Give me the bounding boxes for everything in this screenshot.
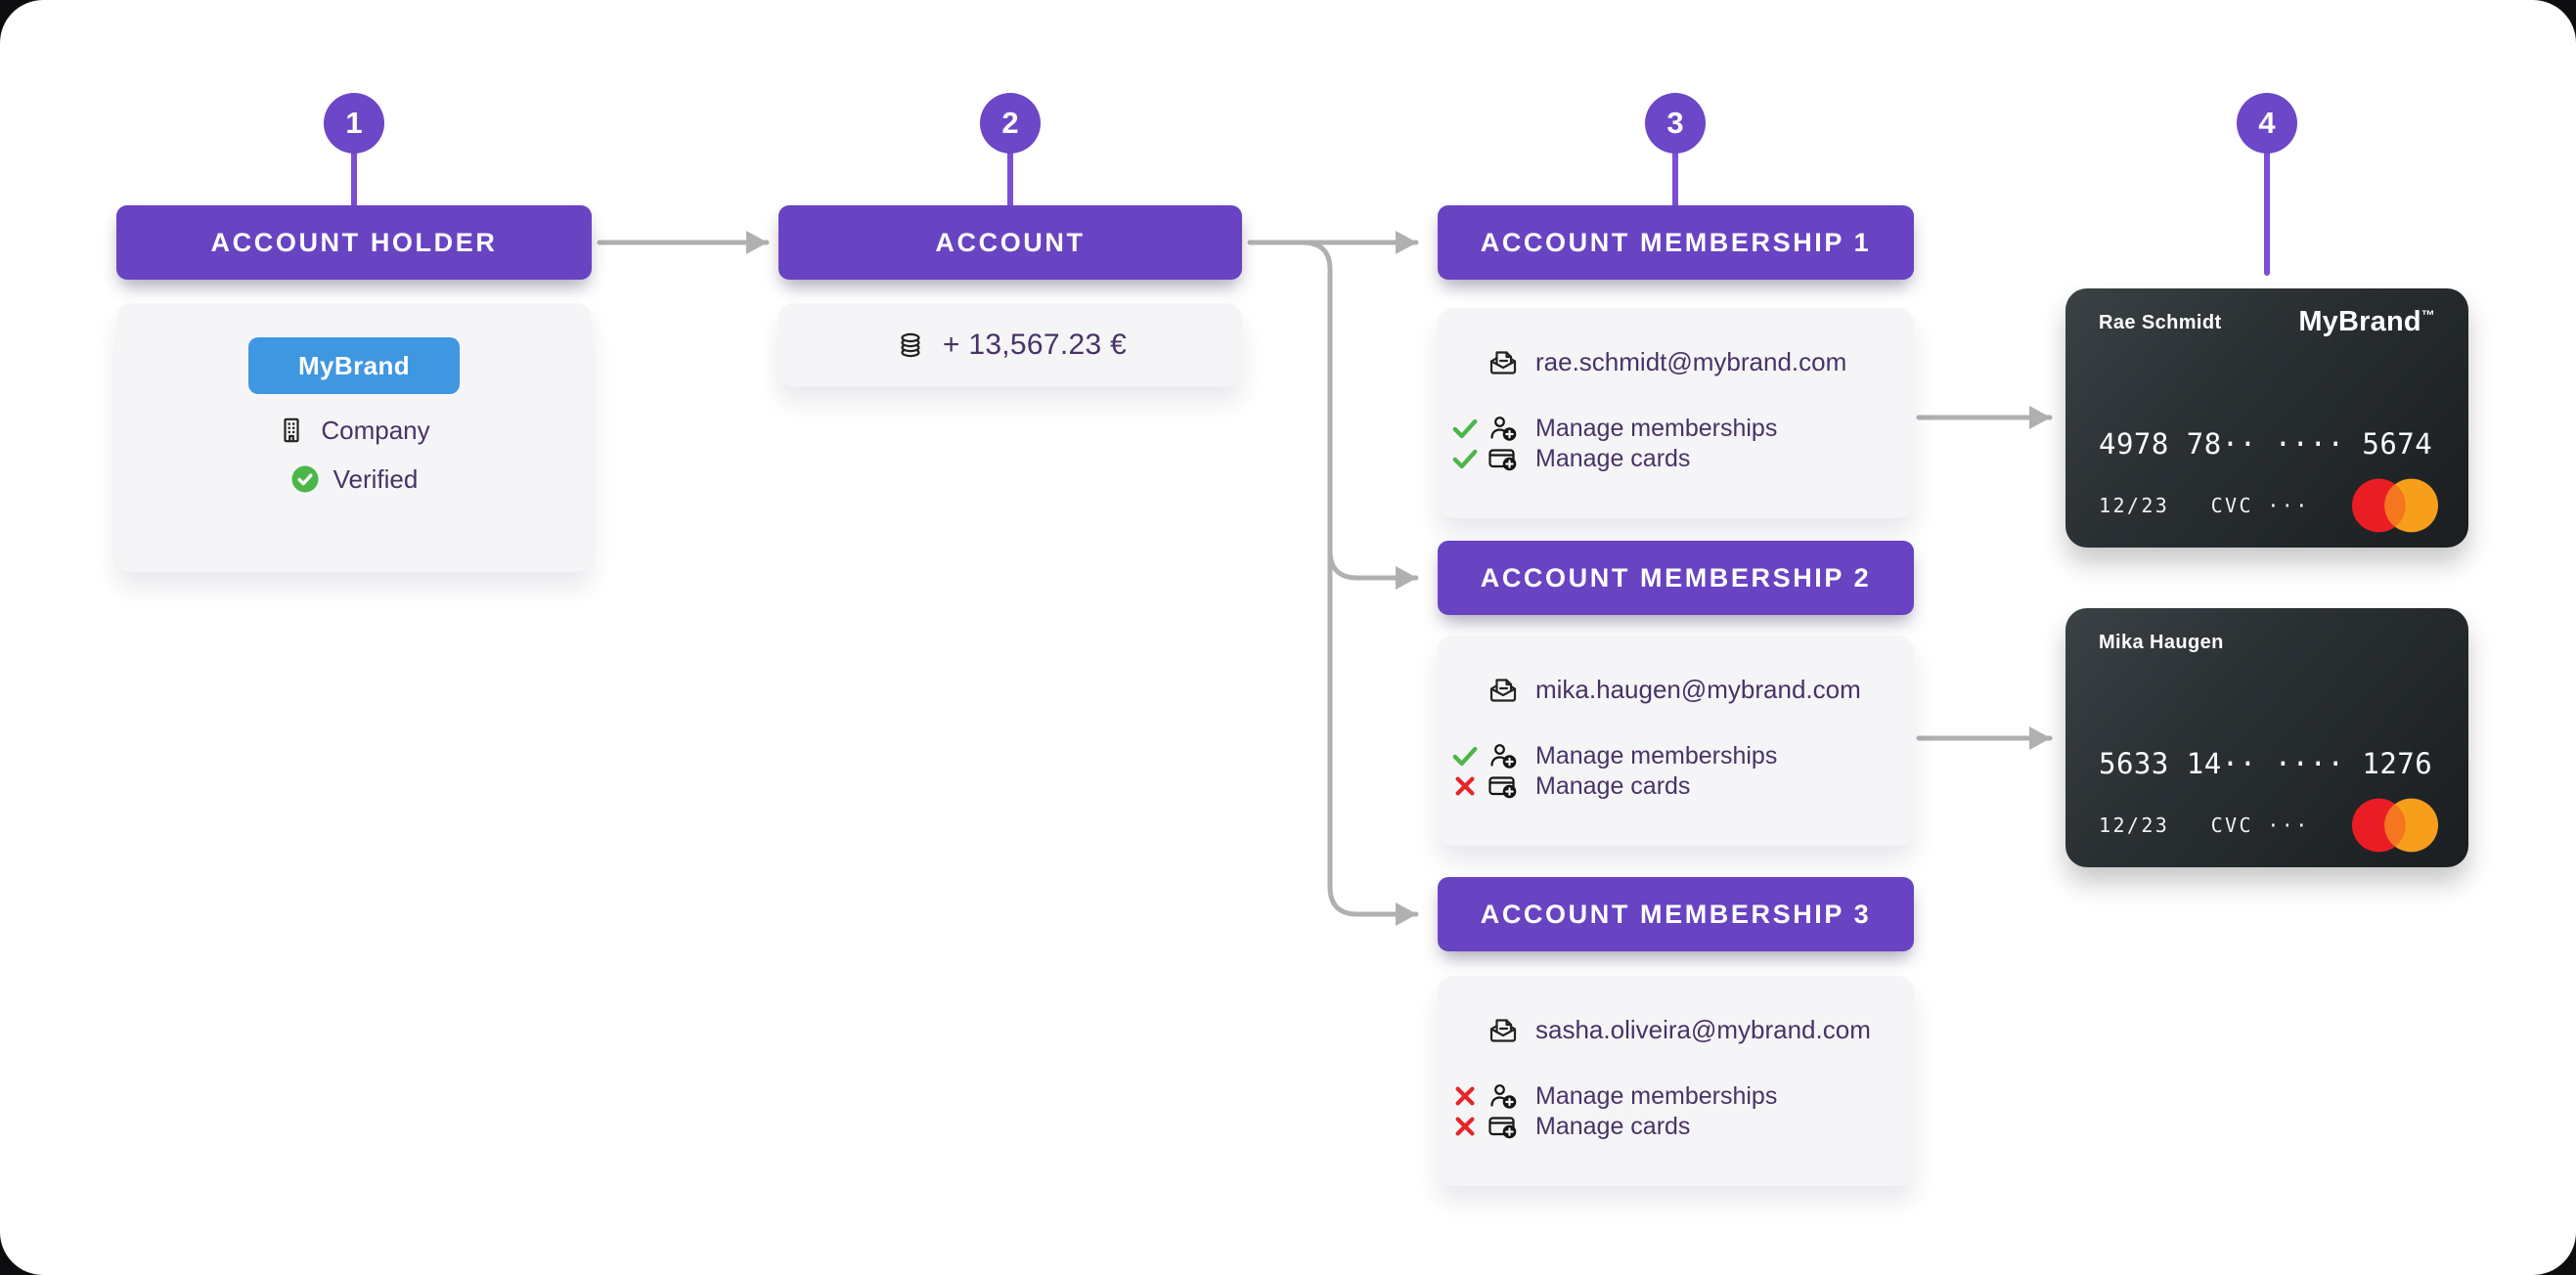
- membership-3-permission-row: Manage memberships: [1450, 1080, 1777, 1112]
- step-1-marker: 1: [324, 93, 384, 154]
- card-cvc: CVC ···: [2210, 813, 2310, 837]
- manage-memberships-icon: [1488, 1081, 1518, 1111]
- manage-cards-icon: [1488, 1112, 1518, 1141]
- membership-1-email-row: rae.schmidt@mybrand.com: [1487, 345, 1846, 378]
- permission-label: Manage cards: [1535, 444, 1691, 472]
- bank-card-1: Rae Schmidt MyBrand™ 4978 78·· ···· 5674…: [2065, 288, 2468, 548]
- x-icon: [1455, 776, 1475, 796]
- permission-label: Manage memberships: [1535, 1081, 1778, 1110]
- mastercard-icon: [2351, 478, 2439, 533]
- permission-label: Manage memberships: [1535, 414, 1778, 442]
- account-holder-card: MyBrand Company Verified: [116, 303, 592, 572]
- branch-account-to-m2: [1327, 548, 1419, 590]
- manage-cards-icon: [1488, 444, 1518, 473]
- step-1-stem: [351, 149, 357, 207]
- card-number: 4978 78·· ···· 5674: [2099, 427, 2433, 461]
- step-4-marker: 4: [2237, 93, 2297, 154]
- membership-2-header: ACCOUNT MEMBERSHIP 2: [1438, 541, 1914, 615]
- manage-cards-icon: [1488, 771, 1518, 801]
- permission-label: Manage cards: [1535, 771, 1691, 800]
- permission-status-icon: [1450, 446, 1480, 471]
- email-icon: [1489, 1019, 1517, 1042]
- branch-account-to-m3: [1300, 240, 1419, 926]
- step-2-number: 2: [1001, 106, 1019, 140]
- permission-label: Manage cards: [1535, 1112, 1691, 1140]
- account-holder-header: ACCOUNT HOLDER: [116, 205, 592, 280]
- x-icon: [1455, 1117, 1475, 1136]
- membership-3-header: ACCOUNT MEMBERSHIP 3: [1438, 877, 1914, 951]
- membership-1-permission-row: Manage memberships: [1450, 413, 1777, 444]
- permission-status-icon: [1450, 1084, 1480, 1108]
- account-header: ACCOUNT: [778, 205, 1242, 280]
- membership-3-permission-row: Manage cards: [1450, 1111, 1690, 1142]
- permission-label: Manage memberships: [1535, 741, 1778, 769]
- membership-1-email: rae.schmidt@mybrand.com: [1535, 346, 1847, 376]
- card-number: 5633 14·· ···· 1276: [2099, 747, 2433, 780]
- card-bottom-row: 12/23 CVC ···: [2099, 797, 2439, 854]
- membership-2-card: mika.haugen@mybrand.com Manage membershi…: [1438, 636, 1914, 846]
- membership-2-email: mika.haugen@mybrand.com: [1535, 674, 1861, 704]
- mastercard-icon: [2351, 798, 2439, 853]
- bank-card-2: Mika Haugen 5633 14·· ···· 1276 12/23 CV…: [2065, 608, 2468, 867]
- holder-status-label: Verified: [333, 463, 419, 494]
- step-3-stem: [1672, 149, 1678, 207]
- step-3-number: 3: [1666, 106, 1684, 140]
- card-expiry: 12/23: [2099, 494, 2170, 517]
- holder-type-row: Company: [116, 415, 592, 446]
- card-brand-logo: MyBrand™: [2298, 306, 2435, 337]
- account-balance-card: + 13,567.23 €: [778, 303, 1242, 386]
- membership-1-permission-row: Manage cards: [1450, 443, 1690, 474]
- card-holder-name: Rae Schmidt: [2099, 312, 2222, 333]
- manage-memberships-icon: [1488, 741, 1518, 770]
- permission-status-icon: [1450, 416, 1480, 441]
- step-2-stem: [1007, 149, 1013, 207]
- brand-badge: MyBrand: [248, 337, 460, 394]
- permission-status-icon: [1450, 1115, 1480, 1138]
- membership-1-card: rae.schmidt@mybrand.com Manage membershi…: [1438, 308, 1914, 518]
- membership-3-card: sasha.oliveira@mybrand.com Manage member…: [1438, 976, 1914, 1186]
- holder-status-row: Verified: [116, 463, 592, 495]
- check-icon: [1452, 418, 1478, 439]
- step-3-marker: 3: [1645, 93, 1706, 154]
- step-2-marker: 2: [980, 93, 1041, 154]
- email-icon: [1489, 679, 1517, 702]
- card-holder-name: Mika Haugen: [2099, 632, 2224, 653]
- email-icon: [1489, 351, 1517, 374]
- membership-3-email-row: sasha.oliveira@mybrand.com: [1487, 1013, 1871, 1046]
- membership-2-email-row: mika.haugen@mybrand.com: [1487, 673, 1861, 706]
- x-icon: [1455, 1086, 1475, 1106]
- membership-2-permission-row: Manage cards: [1450, 770, 1690, 802]
- permission-status-icon: [1450, 743, 1480, 769]
- step-4-stem: [2264, 149, 2270, 276]
- holder-type-label: Company: [321, 415, 430, 445]
- verified-icon: [291, 465, 319, 493]
- card-cvc: CVC ···: [2210, 494, 2310, 517]
- step-4-number: 4: [2258, 106, 2276, 140]
- permission-status-icon: [1450, 774, 1480, 798]
- check-icon: [1452, 449, 1478, 469]
- card-expiry: 12/23: [2099, 813, 2170, 837]
- manage-memberships-icon: [1488, 414, 1518, 443]
- membership-2-permission-row: Manage memberships: [1450, 740, 1777, 771]
- membership-1-header: ACCOUNT MEMBERSHIP 1: [1438, 205, 1914, 280]
- check-icon: [1452, 746, 1478, 767]
- card-bottom-row: 12/23 CVC ···: [2099, 477, 2439, 534]
- building-icon: [284, 418, 299, 443]
- account-balance: + 13,567.23 €: [942, 328, 1128, 361]
- membership-3-email: sasha.oliveira@mybrand.com: [1535, 1014, 1871, 1044]
- coins-icon: [901, 332, 920, 357]
- step-1-number: 1: [345, 106, 363, 140]
